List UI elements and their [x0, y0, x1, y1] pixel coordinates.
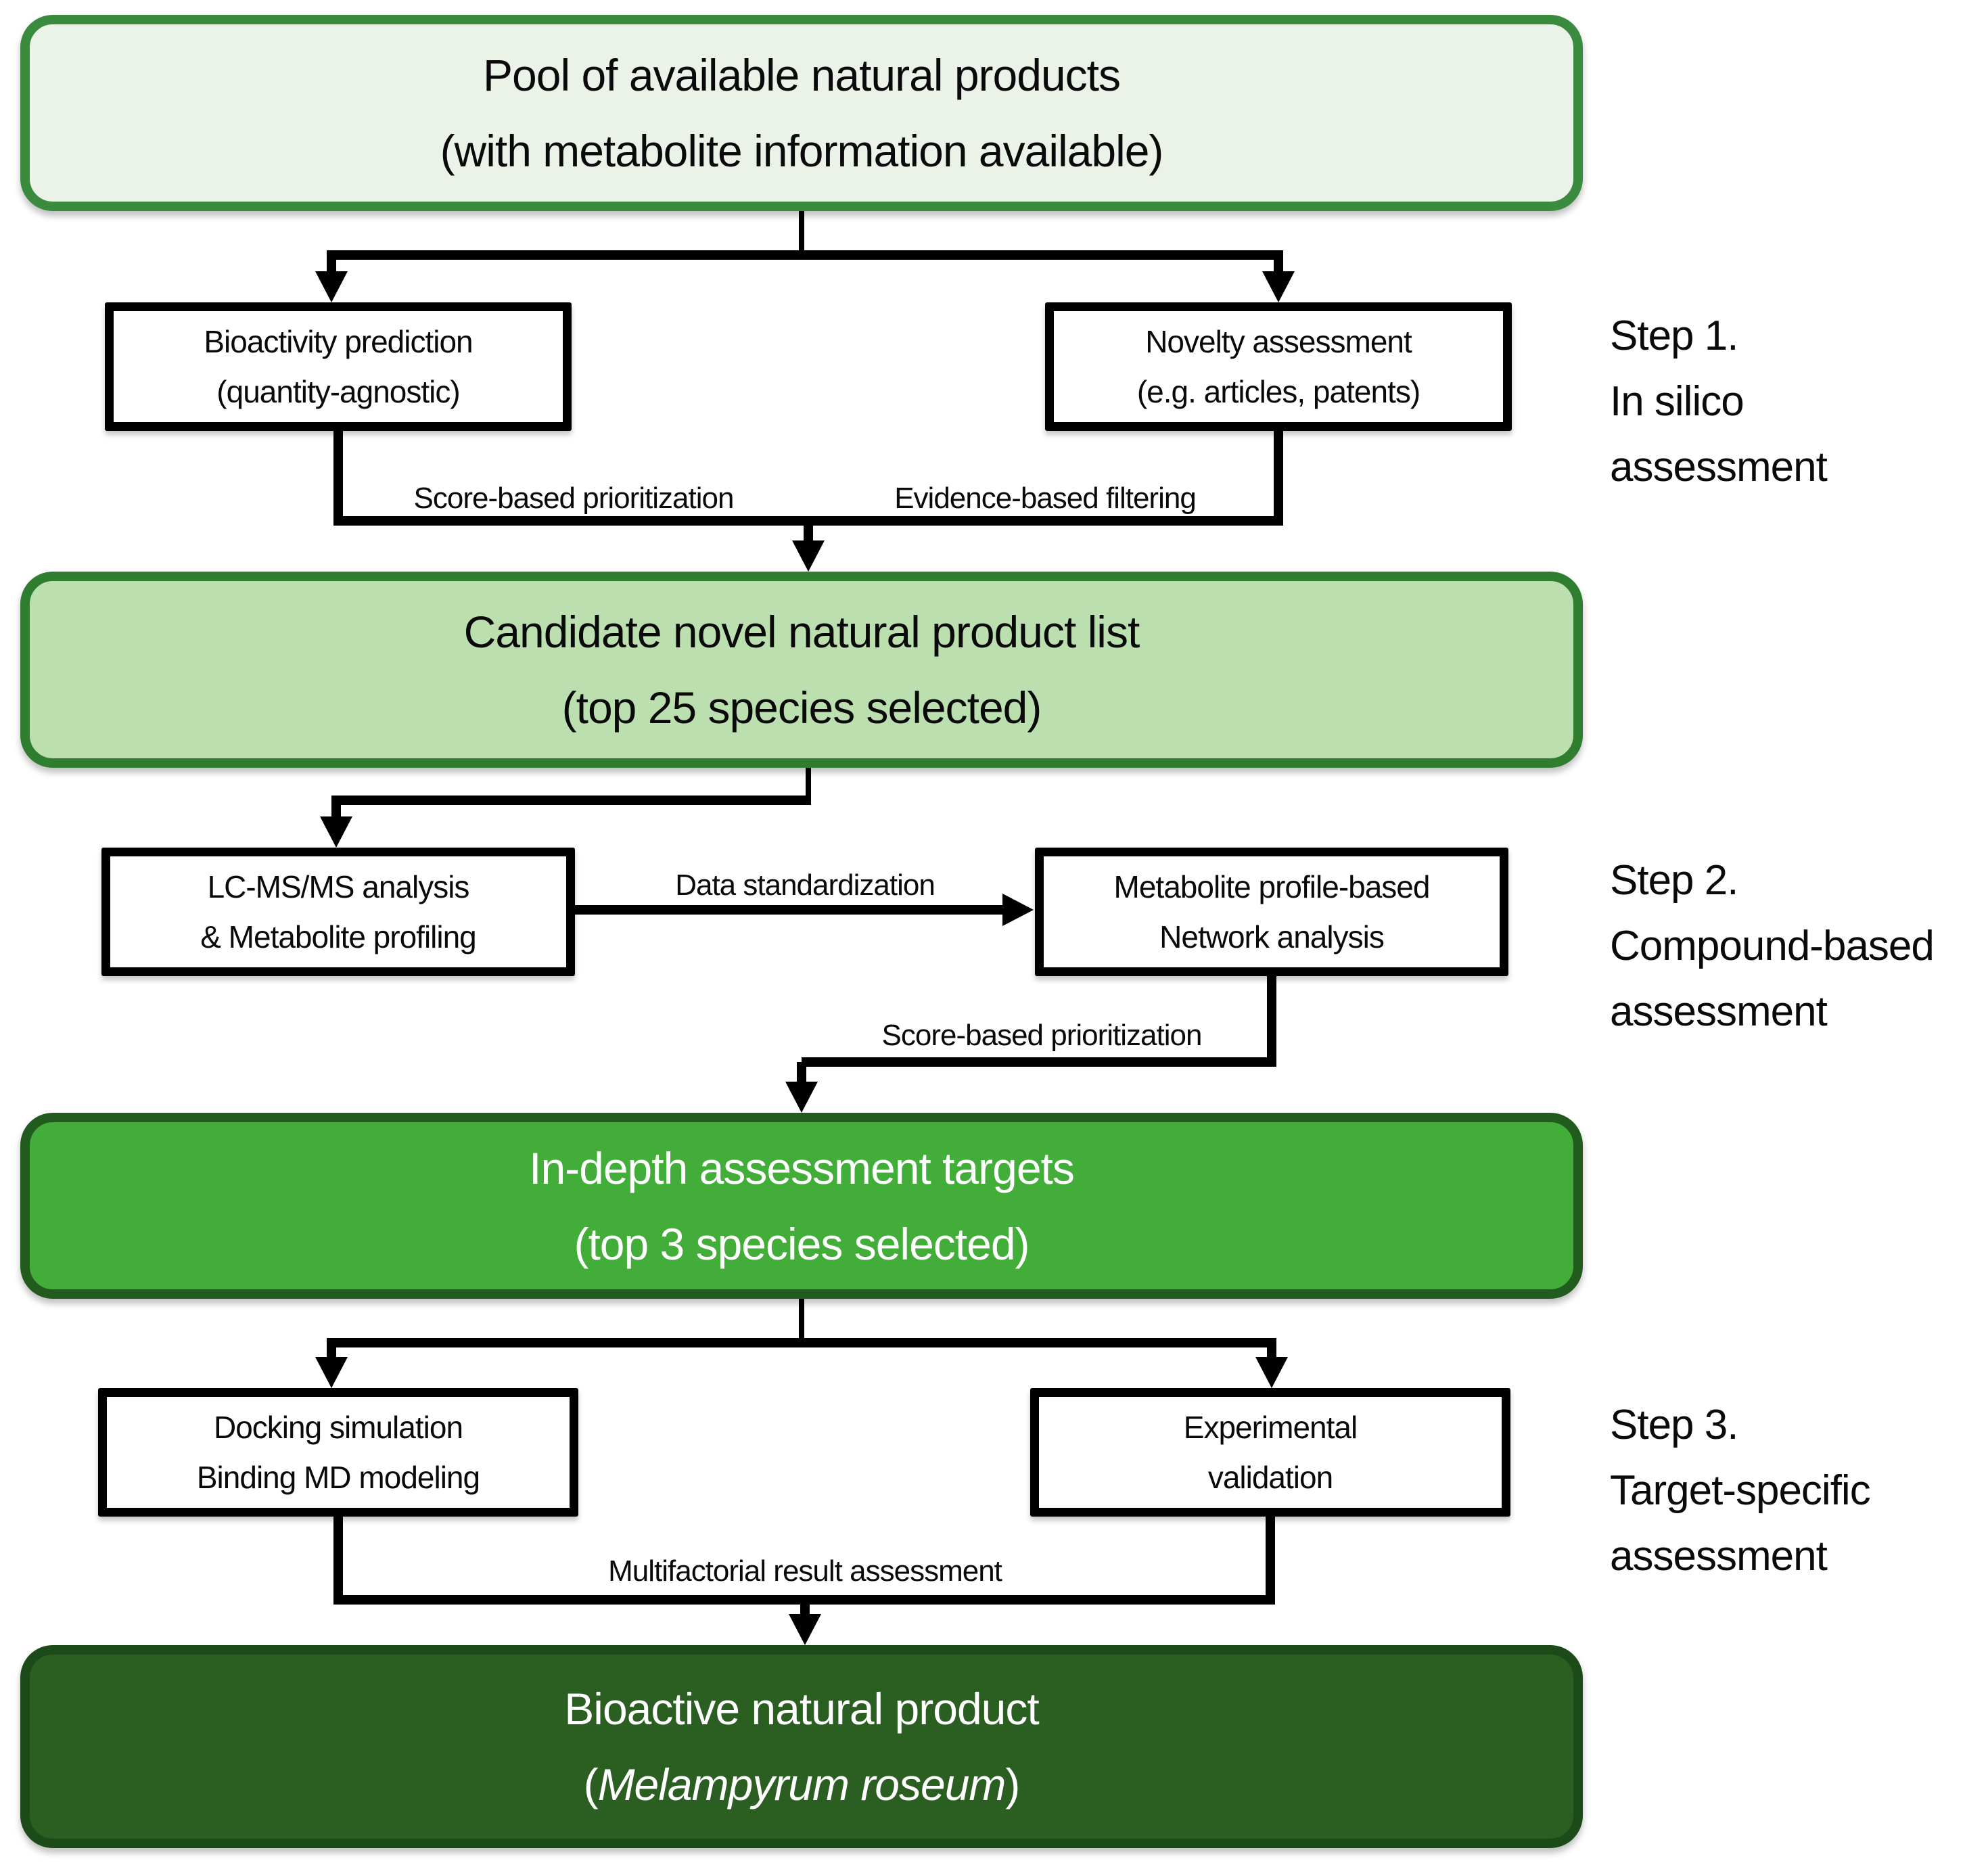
arrowhead-icon	[1002, 894, 1034, 926]
arrowhead-icon	[785, 1082, 818, 1113]
arrowhead-icon	[792, 540, 825, 572]
node-novelty-line2: (e.g. articles, patents)	[1136, 374, 1420, 409]
step3-line2: Target-specific	[1610, 1467, 1871, 1514]
node-candidate-product-list: Candidate novel natural product list (to…	[20, 572, 1583, 768]
arrowhead-icon	[315, 1357, 348, 1388]
node-experimental-line1: Experimental	[1183, 1410, 1358, 1445]
node-lcms-line1: LC-MS/MS analysis	[207, 869, 470, 904]
node-pool-line1: Pool of available natural products	[483, 50, 1121, 100]
step2-line3: assessment	[1610, 988, 1828, 1035]
step3-title: Step 3.	[1610, 1402, 1738, 1448]
node-docking-line1: Docking simulation	[213, 1410, 463, 1445]
arrowhead-icon	[1255, 1357, 1288, 1388]
node-network-line2: Network analysis	[1159, 919, 1385, 954]
node-experimental-validation: Experimental validation	[1030, 1388, 1510, 1517]
arrowhead-icon	[320, 816, 352, 848]
node-bioactive-line1: Bioactive natural product	[564, 1684, 1039, 1734]
node-network-analysis: Metabolite profile-based Network analysi…	[1035, 848, 1508, 976]
edge-label-score-based-prioritization-1: Score-based prioritization	[413, 482, 735, 515]
node-bioactive-natural-product: Bioactive natural product (Melampyrum ro…	[20, 1645, 1583, 1848]
node-novelty-assessment: Novelty assessment (e.g. articles, paten…	[1045, 302, 1512, 431]
step1-label: Step 1. In silico assessment	[1610, 303, 1828, 500]
node-bioactivity-prediction: Bioactivity prediction (quantity-agnosti…	[105, 302, 572, 431]
node-pool-of-natural-products: Pool of available natural products (with…	[20, 15, 1583, 211]
node-candidate-line2: (top 25 species selected)	[561, 683, 1042, 733]
arrowhead-icon	[1262, 271, 1295, 302]
step3-label: Step 3. Target-specific assessment	[1610, 1392, 1871, 1589]
node-candidate-line1: Candidate novel natural product list	[463, 607, 1140, 657]
species-name: Melampyrum roseum	[597, 1759, 1007, 1810]
edge-label-evidence-based-filtering: Evidence-based filtering	[894, 482, 1197, 515]
arrowhead-icon	[315, 271, 348, 302]
arrowhead-icon	[789, 1614, 821, 1645]
node-bioactivity-line2: (quantity-agnostic)	[216, 374, 460, 409]
step2-line2: Compound-based	[1610, 923, 1935, 969]
edge-label-multifactorial-result-assessment: Multifactorial result assessment	[608, 1554, 1002, 1588]
edge-label-data-standardization: Data standardization	[675, 869, 935, 902]
step1-line2: In silico	[1610, 378, 1744, 425]
step2-title: Step 2.	[1610, 857, 1738, 904]
node-lcms-analysis: LC-MS/MS analysis & Metabolite profiling	[101, 848, 575, 976]
node-indepth-assessment-targets: In-depth assessment targets (top 3 speci…	[20, 1113, 1583, 1299]
node-indepth-line2: (top 3 species selected)	[574, 1218, 1030, 1269]
node-experimental-line2: validation	[1207, 1460, 1333, 1495]
step1-line3: assessment	[1610, 444, 1828, 490]
node-docking-line2: Binding MD modeling	[196, 1460, 480, 1495]
edge-label-score-based-prioritization-2: Score-based prioritization	[881, 1019, 1203, 1052]
node-docking-simulation: Docking simulation Binding MD modeling	[98, 1388, 578, 1517]
step3-line3: assessment	[1610, 1533, 1828, 1580]
node-bioactivity-line1: Bioactivity prediction	[204, 324, 473, 359]
node-novelty-line1: Novelty assessment	[1145, 324, 1412, 359]
species-paren-open: (	[583, 1759, 599, 1810]
step1-title: Step 1.	[1610, 313, 1738, 359]
step2-label: Step 2. Compound-based assessment	[1610, 848, 1935, 1044]
species-paren-close: )	[1005, 1759, 1020, 1810]
node-indepth-line1: In-depth assessment targets	[529, 1143, 1075, 1193]
node-bioactive-line2: (Melampyrum roseum)	[583, 1747, 1021, 1822]
node-network-line1: Metabolite profile-based	[1113, 869, 1431, 904]
node-pool-line2: (with metabolite information available)	[440, 126, 1164, 176]
node-lcms-line2: & Metabolite profiling	[200, 919, 477, 954]
